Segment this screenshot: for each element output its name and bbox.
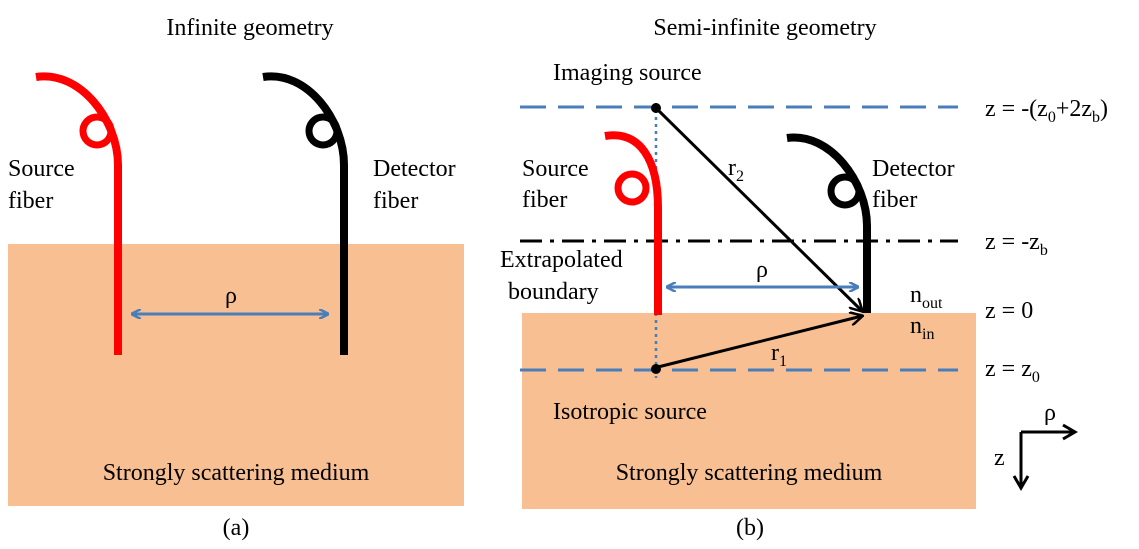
detector-fiber-label-b-2: fiber bbox=[872, 187, 917, 213]
rho-label-a: ρ bbox=[225, 283, 237, 309]
n-in-label: nin bbox=[910, 313, 934, 343]
panel-b: Semi-infinite geometry ρ Imaging source … bbox=[500, 15, 1108, 541]
source-fiber-label-b-1: Source bbox=[522, 156, 589, 182]
z-source-label: z = z0 bbox=[985, 356, 1040, 386]
source-fiber-label-b-2: fiber bbox=[522, 187, 567, 213]
detector-fiber-loop-a bbox=[305, 113, 341, 149]
source-fiber-a bbox=[35, 72, 122, 355]
axis-rho-label: ρ bbox=[1044, 400, 1056, 426]
source-fiber-loop-b bbox=[614, 170, 650, 206]
z-zero-label: z = 0 bbox=[985, 298, 1033, 324]
extrapolated-label-2: boundary bbox=[508, 279, 599, 305]
r1-label: r1 bbox=[771, 340, 787, 370]
panel-a-title: Infinite geometry bbox=[166, 15, 333, 41]
panel-a: Infinite geometry Source fiber Detector … bbox=[8, 15, 464, 541]
coordinate-axes: ρ z bbox=[994, 400, 1078, 491]
r1-vector bbox=[657, 316, 862, 369]
detector-fiber-label-b-1: Detector bbox=[872, 156, 955, 182]
z-extrapolated-label: z = -zb bbox=[985, 229, 1048, 259]
imaging-source-label: Imaging source bbox=[553, 60, 702, 86]
axis-z-label: z bbox=[994, 445, 1005, 471]
z-axis-arrowhead bbox=[1012, 475, 1030, 491]
detector-fiber-b bbox=[786, 133, 871, 313]
medium-label-b: Strongly scattering medium bbox=[616, 460, 883, 486]
z-imaging-label: z = -(z0+2zb) bbox=[985, 96, 1108, 126]
medium-a bbox=[8, 244, 464, 506]
r2-label: r2 bbox=[728, 155, 744, 185]
detector-fiber-a bbox=[262, 72, 348, 355]
source-fiber-label-a-2: fiber bbox=[8, 188, 53, 214]
panel-b-title: Semi-infinite geometry bbox=[653, 15, 876, 41]
caption-b: (b) bbox=[736, 515, 764, 541]
source-fiber-label-a-1: Source bbox=[8, 156, 75, 182]
medium-label-a: Strongly scattering medium bbox=[103, 460, 370, 486]
n-out-label: nout bbox=[910, 282, 943, 312]
isotropic-source-label: Isotropic source bbox=[553, 399, 707, 425]
source-fiber-loop-a bbox=[79, 113, 115, 149]
detector-fiber-label-a-1: Detector bbox=[373, 156, 456, 182]
source-fiber-b bbox=[604, 131, 662, 315]
detector-fiber-loop-b bbox=[827, 173, 863, 209]
detector-fiber-label-a-2: fiber bbox=[373, 188, 418, 214]
extrapolated-label-1: Extrapolated bbox=[500, 247, 623, 273]
rho-axis-arrowhead bbox=[1062, 423, 1078, 441]
caption-a: (a) bbox=[223, 515, 250, 541]
rho-label-b: ρ bbox=[756, 257, 768, 283]
r2-vector bbox=[656, 108, 862, 311]
